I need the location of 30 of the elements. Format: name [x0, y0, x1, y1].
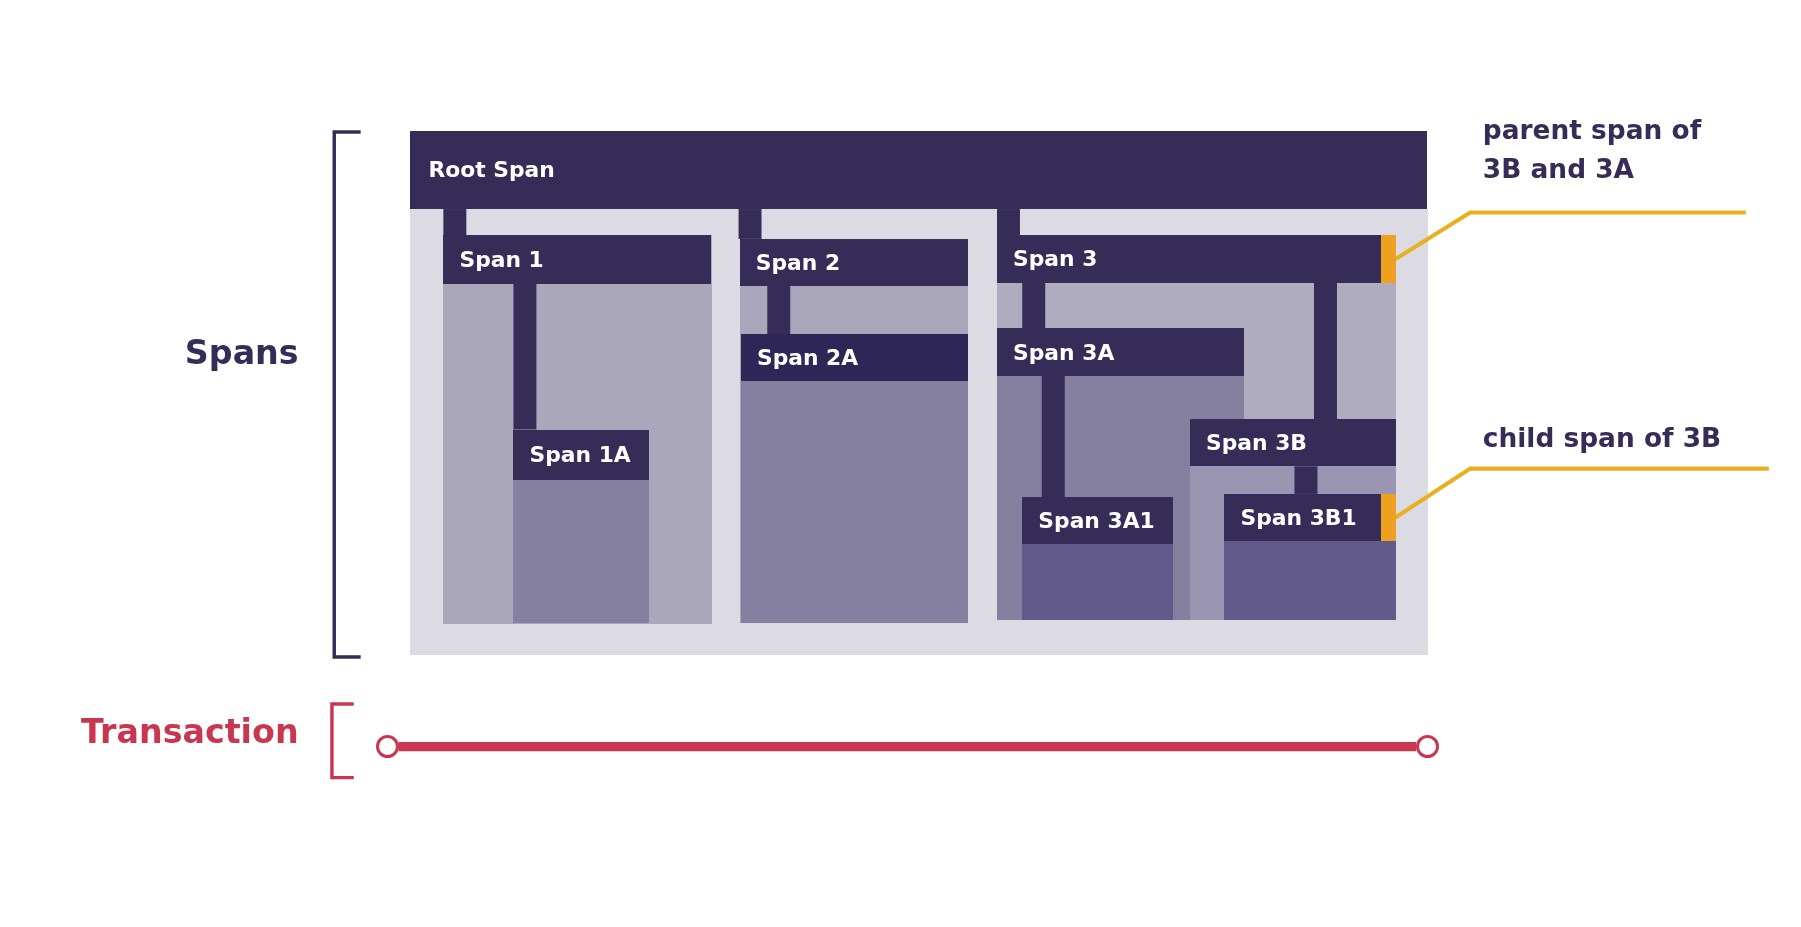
- span-bar: Root Span: [410, 130, 1427, 210]
- span-connector: [513, 283, 537, 430]
- span-bar: Span 3A1: [1022, 497, 1173, 545]
- axis-label: Transaction: [80, 712, 299, 752]
- highlight-marker: [1380, 493, 1396, 541]
- span-connector: [1022, 282, 1046, 329]
- annotation-text: child span of 3B: [1470, 418, 1769, 469]
- span-bar: Span 2: [739, 238, 969, 286]
- span-connector: [1294, 466, 1318, 494]
- endpoint-circle: [375, 735, 399, 759]
- leader-line: [1394, 466, 1769, 520]
- leader-line: [1394, 210, 1746, 261]
- span-bar: Span 3B: [1189, 419, 1396, 467]
- highlight-marker: [1380, 235, 1396, 283]
- span-bar: Span 1A: [513, 429, 649, 481]
- axis-label: Spans: [183, 333, 299, 373]
- span-bar: Span 1: [443, 235, 711, 284]
- span-bar: Span 3: [996, 235, 1396, 283]
- endpoint-circle: [1416, 735, 1440, 759]
- span-bar: Span 2A: [740, 334, 969, 382]
- span-connector: [738, 209, 762, 239]
- annotation-text: parent span of 3B and 3A: [1470, 110, 1746, 213]
- span-connector: [1041, 375, 1065, 498]
- span-connector: [767, 286, 791, 335]
- span-connector: [997, 209, 1020, 236]
- span-bar: Span 3A: [996, 328, 1244, 376]
- span-connector: [443, 209, 467, 236]
- span-bar: Span 3B1: [1224, 493, 1396, 541]
- span-connector: [1314, 282, 1337, 420]
- timeline-line: [398, 742, 1417, 752]
